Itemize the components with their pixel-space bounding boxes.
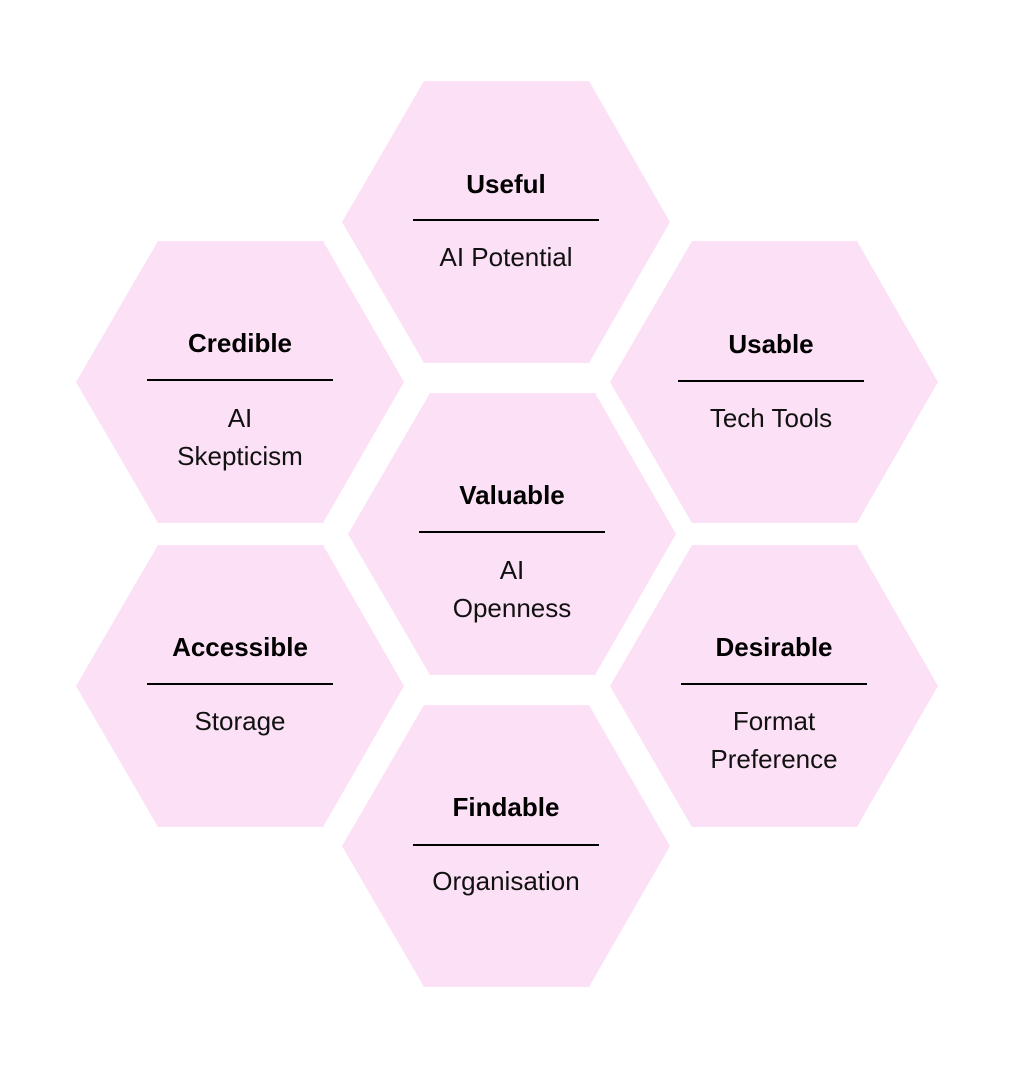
hex-title-desirable: Desirable	[715, 632, 832, 662]
hex-cell-useful: Useful AI Potential	[342, 81, 670, 363]
hex-cell-usable: Usable Tech Tools	[610, 241, 938, 523]
hex-cell-credible: Credible AI Skepticism	[76, 241, 404, 523]
hex-label-credible-line-1: AI	[228, 403, 253, 433]
hex-cell-valuable: Valuable AI Openness	[348, 393, 676, 675]
hex-shape-useful	[342, 81, 670, 363]
hex-title-usable: Usable	[728, 329, 813, 359]
hex-label-accessible-line-1: Storage	[194, 706, 285, 736]
hex-label-useful-line-1: AI Potential	[440, 242, 573, 272]
hex-shape-accessible	[76, 545, 404, 827]
hex-shape-desirable	[610, 545, 938, 827]
hex-title-valuable: Valuable	[459, 480, 565, 510]
hex-label-valuable-line-2: Openness	[453, 593, 572, 623]
hex-label-credible-line-2: Skepticism	[177, 441, 303, 471]
hex-shape-credible	[76, 241, 404, 523]
hex-label-usable-line-1: Tech Tools	[710, 403, 832, 433]
hex-title-findable: Findable	[453, 792, 560, 822]
hex-label-desirable-line-2: Preference	[710, 744, 837, 774]
hex-shape-valuable	[348, 393, 676, 675]
hex-cell-accessible: Accessible Storage	[76, 545, 404, 827]
hex-label-valuable-line-1: AI	[500, 555, 525, 585]
hex-label-desirable-line-1: Format	[733, 706, 816, 736]
hex-label-findable-line-1: Organisation	[432, 866, 579, 896]
hex-cell-desirable: Desirable Format Preference	[610, 545, 938, 827]
hex-title-accessible: Accessible	[172, 632, 308, 662]
hex-title-useful: Useful	[466, 169, 545, 199]
hex-cell-findable: Findable Organisation	[342, 705, 670, 987]
hex-title-credible: Credible	[188, 328, 292, 358]
